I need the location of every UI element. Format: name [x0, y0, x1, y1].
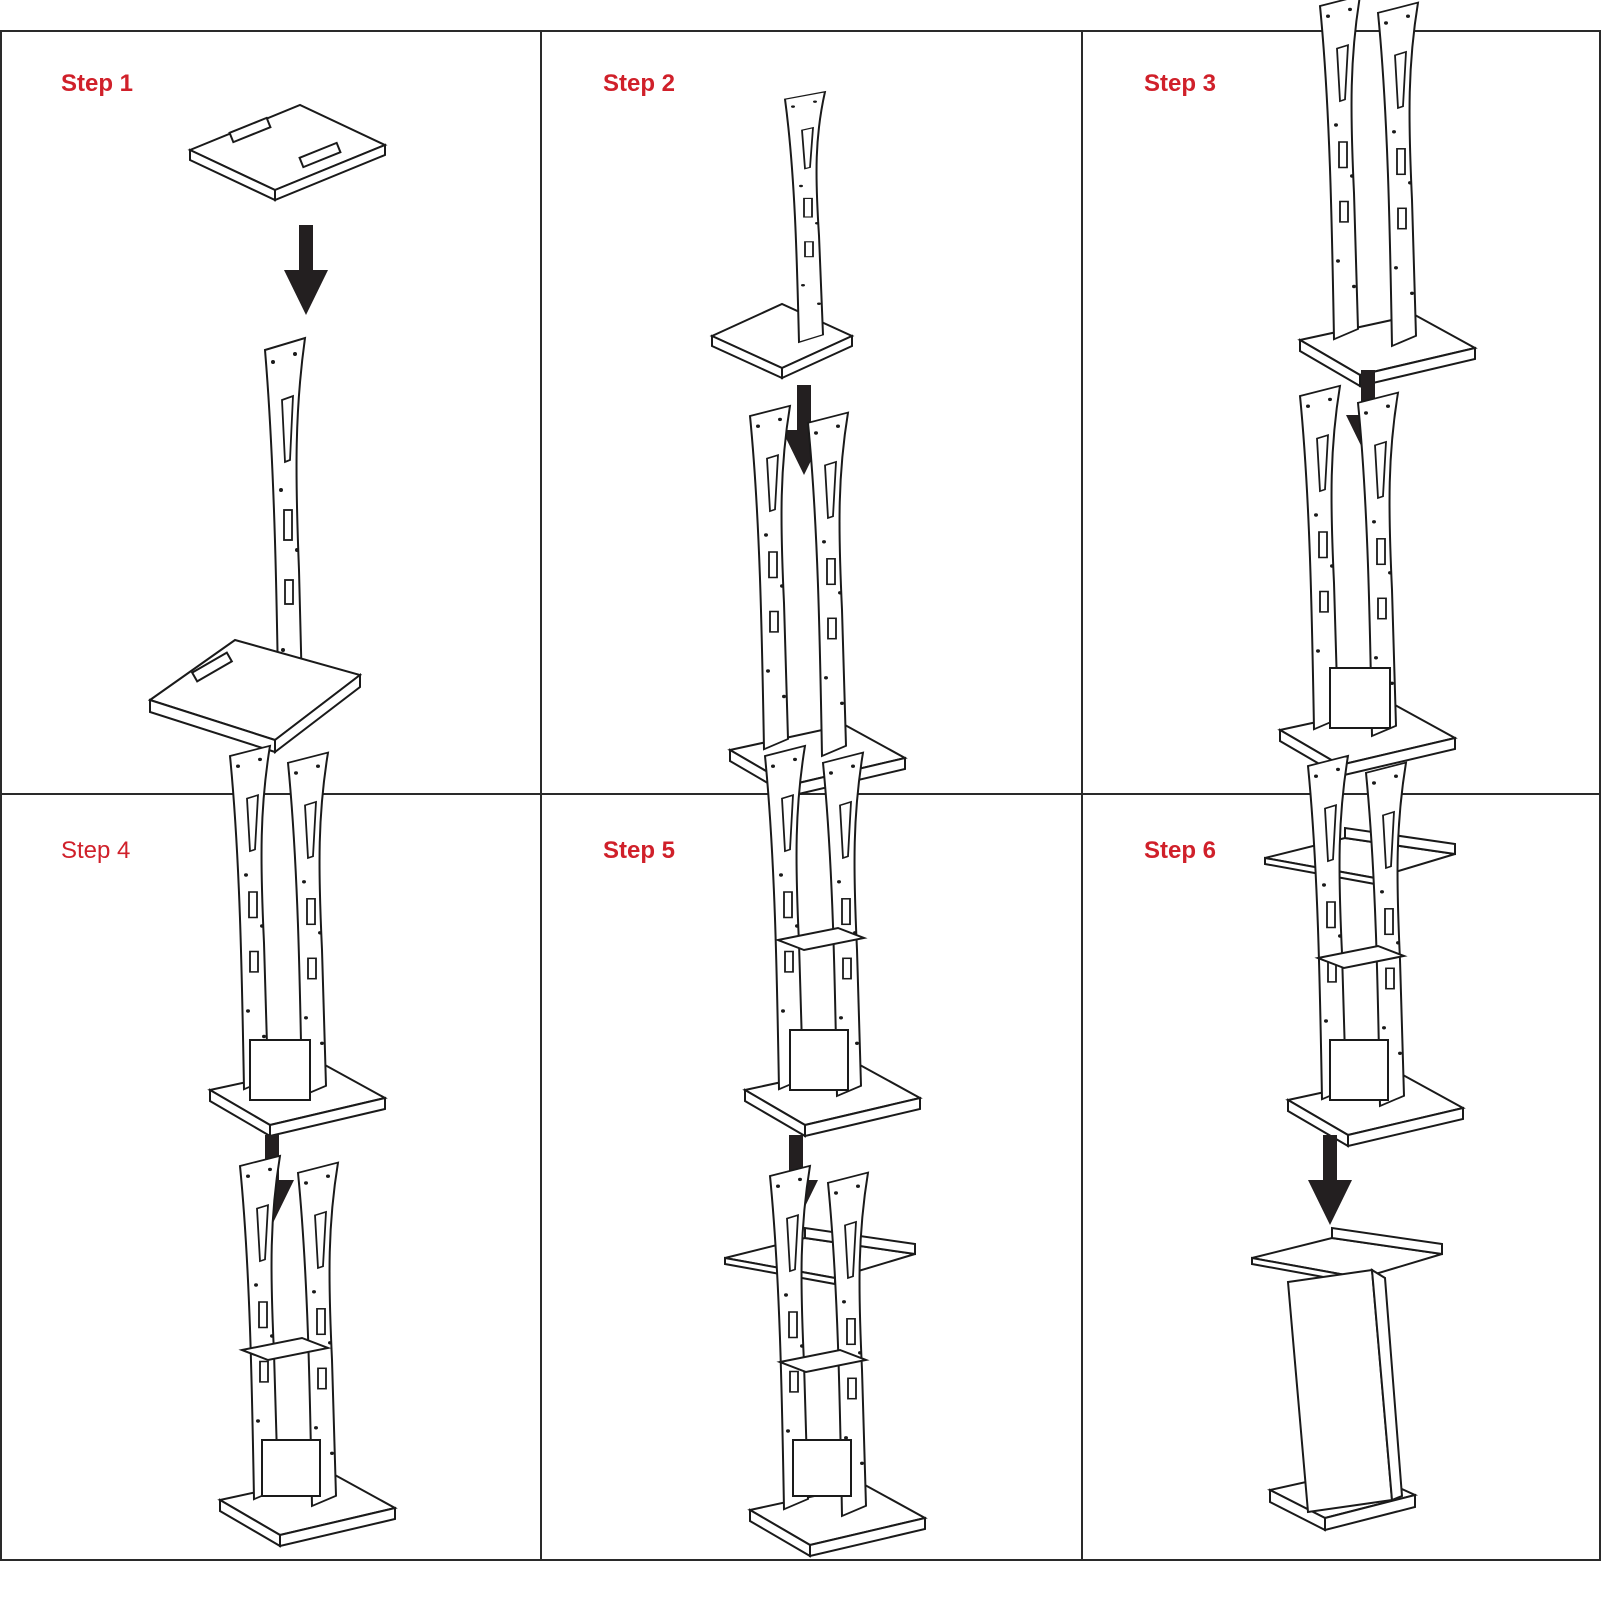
step-1-label: Step 1	[61, 70, 134, 97]
step-3-illustration	[1280, 0, 1475, 776]
step-6-illustration	[1251, 756, 1463, 1532]
step-5-illustration	[724, 746, 925, 1556]
step-3-label: Step 3	[1144, 70, 1217, 97]
step-1-illustration	[147, 103, 388, 755]
step-4-illustration	[210, 746, 395, 1546]
step-2-label: Step 2	[603, 70, 676, 97]
step-2-illustration	[709, 90, 905, 796]
step-4-label: Step 4	[61, 837, 131, 864]
step-5-label: Step 5	[603, 837, 676, 864]
step-6-label: Step 6	[1144, 837, 1217, 864]
